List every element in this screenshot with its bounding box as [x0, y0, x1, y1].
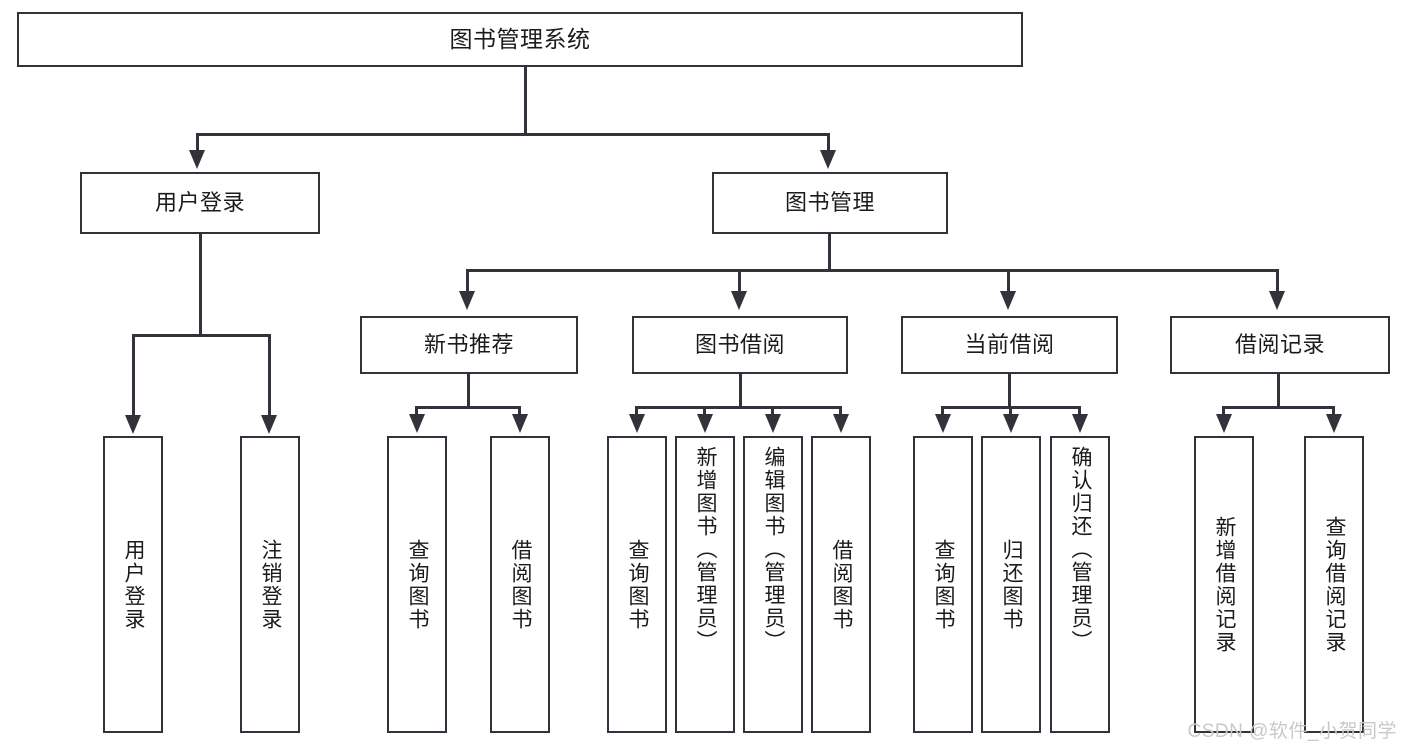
arrowhead-bb-1	[629, 414, 645, 433]
node-label: 图书管理系统	[449, 25, 591, 52]
node-label: 用户登录	[154, 189, 245, 215]
connector-new-book-stem	[467, 374, 470, 409]
leaf-borrow-book-nb[interactable]: 借阅图书	[490, 436, 550, 733]
connector-drop-nb-1	[415, 406, 418, 418]
arrowhead-cb-1	[935, 414, 951, 433]
leaf-user-login[interactable]: 用户登录	[103, 436, 163, 733]
leaf-label: 新增图书（管理员）	[694, 446, 718, 653]
connector-drop-nb-2	[518, 406, 521, 418]
arrowhead-bb-2	[697, 414, 713, 433]
node-current-borrow[interactable]: 当前借阅	[901, 316, 1118, 374]
connector-current-borrow-stem	[1008, 374, 1011, 409]
node-user-login[interactable]: 用户登录	[80, 172, 320, 234]
connector-drop-borrow-record	[1276, 269, 1279, 294]
connector-drop-bb-3	[771, 406, 774, 418]
arrowhead-borrow-record	[1269, 291, 1285, 310]
connector-drop-cb-3	[1078, 406, 1081, 418]
connector-drop-leaf-user-login	[132, 334, 135, 419]
connector-drop-bb-2	[703, 406, 706, 418]
leaf-add-borrow-record[interactable]: 新增借阅记录	[1194, 436, 1254, 733]
connector-drop-current-borrow	[1007, 269, 1010, 294]
node-label: 图书借阅	[694, 331, 785, 357]
leaf-query-borrow-record[interactable]: 查询借阅记录	[1304, 436, 1364, 733]
leaf-label: 确认归还（管理员）	[1069, 446, 1093, 653]
arrowhead-book-borrow	[731, 291, 747, 310]
leaf-edit-book-admin[interactable]: 编辑图书（管理员）	[743, 436, 803, 733]
connector-borrow-record-stem	[1277, 374, 1280, 409]
connector-drop-bb-4	[839, 406, 842, 418]
connector-drop-cb-1	[941, 406, 944, 418]
connector-user-login-bar	[132, 334, 270, 337]
arrowhead-leaf-user-login	[125, 415, 141, 434]
node-book-borrow[interactable]: 图书借阅	[632, 316, 848, 374]
connector-drop-book-borrow	[738, 269, 741, 294]
connector-new-book-bar	[415, 406, 521, 409]
leaf-label: 编辑图书（管理员）	[762, 446, 786, 653]
arrowhead-br-2	[1326, 414, 1342, 433]
connector-borrow-record-bar	[1222, 406, 1335, 409]
leaf-label: 注销登录	[259, 538, 283, 631]
arrowhead-cb-2	[1003, 414, 1019, 433]
leaf-label: 归还图书	[1000, 538, 1024, 631]
connector-drop-bb-1	[635, 406, 638, 418]
leaf-label: 查询图书	[626, 538, 650, 631]
arrowhead-bb-3	[765, 414, 781, 433]
arrowhead-nb-1	[409, 414, 425, 433]
connector-root-bar	[196, 133, 830, 136]
connector-drop-br-2	[1332, 406, 1335, 418]
connector-drop-book-mgmt	[827, 133, 830, 155]
connector-book-mgmt-stem	[828, 234, 831, 272]
leaf-label: 借阅图书	[509, 538, 533, 631]
connector-user-login-stem	[199, 234, 202, 336]
connector-book-mgmt-bar	[466, 269, 1278, 272]
arrowhead-user-login	[189, 150, 205, 169]
arrowhead-book-mgmt	[820, 150, 836, 169]
arrowhead-leaf-logout	[261, 415, 277, 434]
arrowhead-cb-3	[1072, 414, 1088, 433]
arrowhead-current-borrow	[1000, 291, 1016, 310]
connector-root-stem	[524, 67, 527, 135]
connector-drop-new-book	[466, 269, 469, 294]
node-label: 当前借阅	[964, 331, 1055, 357]
leaf-borrow-book-bb[interactable]: 借阅图书	[811, 436, 871, 733]
leaf-label: 用户登录	[122, 538, 146, 631]
connector-drop-user-login	[196, 133, 199, 155]
leaf-label: 查询图书	[406, 538, 430, 631]
connector-drop-br-1	[1222, 406, 1225, 418]
connector-drop-leaf-logout	[268, 334, 271, 419]
leaf-label: 查询借阅记录	[1323, 515, 1347, 654]
leaf-confirm-return-admin[interactable]: 确认归还（管理员）	[1050, 436, 1110, 733]
leaf-logout[interactable]: 注销登录	[240, 436, 300, 733]
node-borrow-record[interactable]: 借阅记录	[1170, 316, 1390, 374]
node-label: 图书管理	[784, 189, 875, 215]
leaf-add-book-admin[interactable]: 新增图书（管理员）	[675, 436, 735, 733]
arrowhead-nb-2	[512, 414, 528, 433]
leaf-query-book-bb[interactable]: 查询图书	[607, 436, 667, 733]
node-book-management[interactable]: 图书管理	[712, 172, 948, 234]
leaf-query-book-cb[interactable]: 查询图书	[913, 436, 973, 733]
arrowhead-bb-4	[833, 414, 849, 433]
node-label: 新书推荐	[423, 331, 514, 357]
leaf-label: 新增借阅记录	[1213, 515, 1237, 654]
leaf-return-book[interactable]: 归还图书	[981, 436, 1041, 733]
node-new-book-recommend[interactable]: 新书推荐	[360, 316, 578, 374]
node-root-system[interactable]: 图书管理系统	[17, 12, 1023, 67]
leaf-label: 查询图书	[932, 538, 956, 631]
arrowhead-br-1	[1216, 414, 1232, 433]
leaf-query-book-nb[interactable]: 查询图书	[387, 436, 447, 733]
arrowhead-new-book	[459, 291, 475, 310]
leaf-label: 借阅图书	[830, 538, 854, 631]
connector-book-borrow-stem	[739, 374, 742, 409]
connector-book-borrow-bar	[635, 406, 842, 409]
connector-drop-cb-2	[1009, 406, 1012, 418]
node-label: 借阅记录	[1234, 331, 1325, 357]
